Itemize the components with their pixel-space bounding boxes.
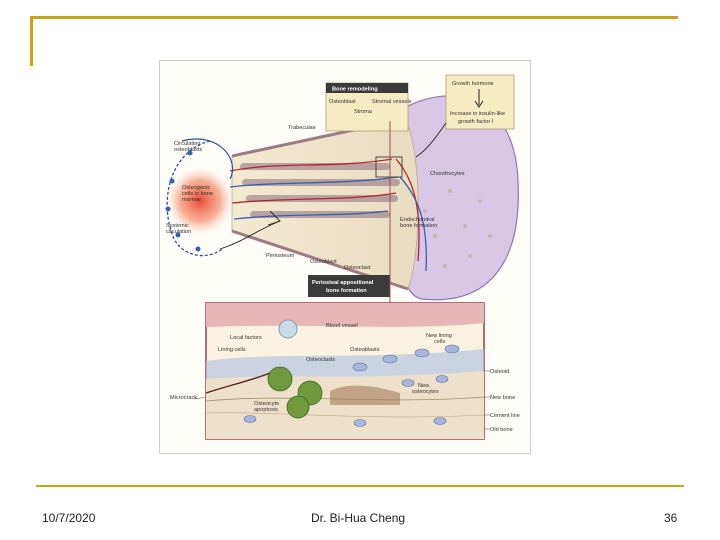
label-osteoblasts: osteoblasts: [174, 147, 202, 153]
figure-illustration: Bone remodeling Osteoblast Stromal vesse…: [165, 74, 520, 440]
label-cells: cells: [434, 339, 445, 345]
label-osteoblast-2: Osteoblast: [310, 259, 337, 265]
label-osteocyte: Osteocyte: [254, 401, 279, 407]
label-lining-cells: Lining cells: [218, 347, 246, 353]
label-old-bone: Old bone: [490, 427, 513, 433]
label-osteoblast: Osteoblast: [329, 99, 356, 105]
label-blood-vessel: Blood vessel: [326, 323, 358, 329]
inset-detail: [205, 121, 485, 440]
bone-remodeling-box: Bone remodeling Osteoblast Stromal vesse…: [325, 82, 412, 132]
down-arrow-icon: [474, 89, 484, 108]
bone-section: [229, 95, 519, 301]
label-new-lining: New lining: [426, 333, 452, 339]
label-chondrocytes: Chondrocytes: [430, 171, 465, 177]
label-growth-hormone: Growth hormone: [452, 81, 494, 87]
footer-author: Dr. Bi-Hua Cheng: [311, 511, 406, 525]
label-bone-formation: bone formation: [400, 223, 437, 229]
label-bone-formation-2: bone formation: [326, 288, 367, 294]
label-osteocytes: osteocytes: [412, 389, 439, 395]
label-apoptosis: apoptosis: [254, 407, 278, 413]
label-growth-factor: growth factor I: [458, 119, 494, 125]
marrow-circulation: [165, 138, 281, 257]
label-local-factors: Local factors: [230, 335, 262, 341]
bottom-rule: [36, 485, 684, 487]
label-circulation: circulation: [166, 229, 191, 235]
label-osteoid: Osteoid: [490, 369, 509, 375]
growth-hormone-box: Growth hormone Increase in insulin-like …: [415, 74, 515, 158]
label-stroma: Stroma: [354, 109, 373, 115]
footer-date: 10/7/2020: [42, 511, 96, 525]
label-endochondral: Endochondral: [400, 217, 435, 223]
label-marrow: marrow: [182, 197, 202, 203]
label-new: New: [418, 383, 430, 389]
top-rule: [30, 16, 678, 19]
label-osteoclast: Osteoclast: [344, 265, 371, 271]
periosteal-box: Periosteal appositional bone formation: [308, 275, 390, 297]
label-stromal-vessels: Stromal vessels: [372, 99, 412, 105]
label-microcrack: Microcrack: [170, 395, 197, 401]
label-cells-in-bone: cells in bone: [182, 191, 213, 197]
label-new-bone: New bone: [490, 395, 515, 401]
label-osteoblasts-2: Osteoblasts: [350, 347, 380, 353]
label-periosteal-appositional: Periosteal appositional: [312, 280, 374, 286]
footer-page-number: 36: [664, 511, 678, 525]
label-osteoclasts: Osteoclasts: [306, 357, 335, 363]
label-cement-line: Cement line: [490, 413, 520, 419]
label-osteogenic: Osteogenic: [182, 185, 210, 191]
left-rule: [30, 16, 33, 66]
label-circulating: Circulating: [174, 141, 200, 147]
label-bone-remodeling: Bone remodeling: [332, 87, 378, 93]
label-systemic: Systemic: [166, 223, 189, 229]
label-trabeculae: Trabeculae: [288, 125, 316, 131]
label-increase-igf: Increase in insulin-like: [450, 111, 505, 117]
label-periosteum: Periosteum: [266, 253, 295, 259]
bone-remodeling-figure: Bone remodeling Osteoblast Stromal vesse…: [159, 60, 531, 454]
